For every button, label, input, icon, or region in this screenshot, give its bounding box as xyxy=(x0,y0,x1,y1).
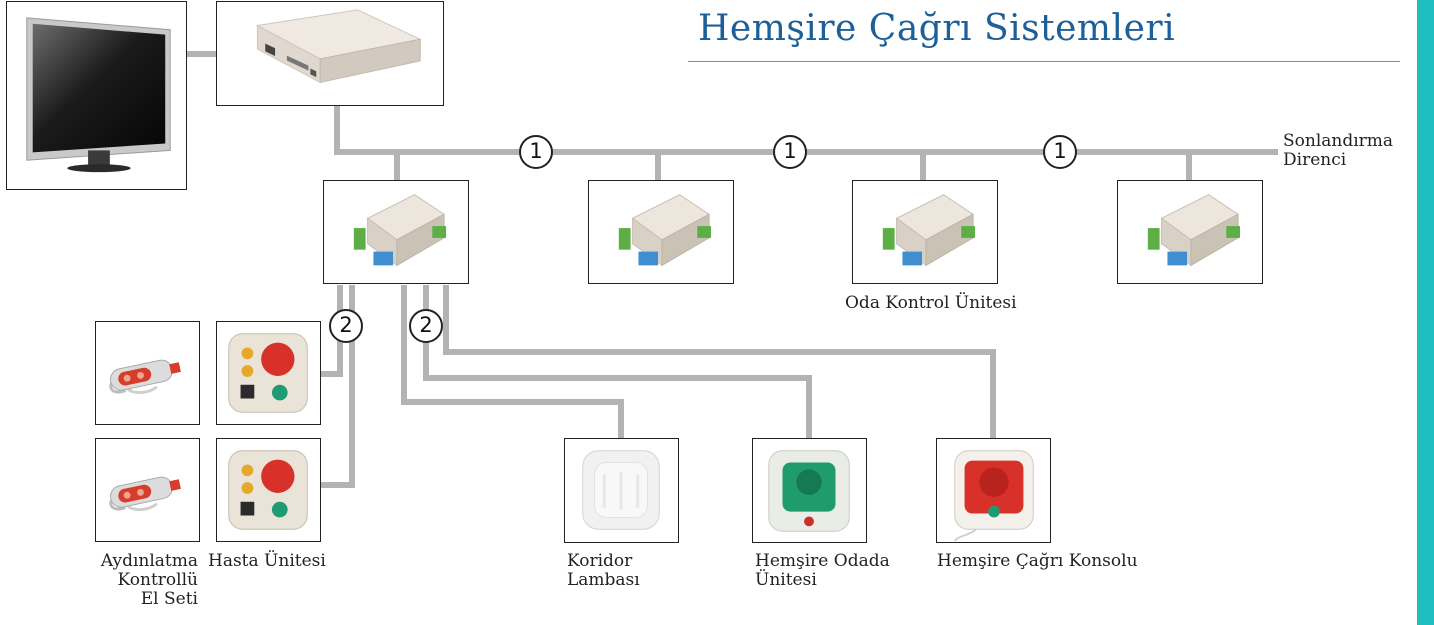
main-bus-line xyxy=(334,106,1278,155)
room-unit-box-2 xyxy=(588,180,734,284)
room-line-badge-2: 2 xyxy=(409,309,443,343)
monitor-box xyxy=(6,1,187,190)
handset-box-1 xyxy=(95,321,200,425)
lighting-handset-icon xyxy=(109,359,181,394)
handset-label-line3: El Seti xyxy=(140,589,198,609)
bus-segment-badge-3: 1 xyxy=(1043,135,1077,169)
nurse-call-console-icon xyxy=(953,450,1034,542)
termination-label-line1: Sonlandırma xyxy=(1283,131,1394,151)
room-line-badge-1: 2 xyxy=(329,309,363,343)
accent-side-bar xyxy=(1417,0,1434,625)
room-control-unit-icon xyxy=(618,194,712,267)
room-unit-box-3 xyxy=(852,180,998,284)
corridor-lamp-icon xyxy=(582,450,660,530)
nurse-console-box xyxy=(936,438,1051,543)
patient-unit-box-2 xyxy=(216,438,321,542)
bus-segment-badge-2: 1 xyxy=(773,135,807,169)
room-control-unit-icon xyxy=(353,194,447,267)
room-unit-box-1 xyxy=(323,180,469,284)
nurse-presence-label-line2: Ünitesi xyxy=(755,570,817,590)
patient-unit-box-1 xyxy=(216,321,321,425)
nurse-presence-label: Hemşire Odada Ünitesi xyxy=(755,552,890,590)
corridor-lamp-box xyxy=(564,438,679,543)
corridor-label-line2: Lambası xyxy=(567,570,640,590)
central-server-box xyxy=(216,1,444,106)
patient-unit-icon xyxy=(228,450,308,530)
patient-unit-line-2 xyxy=(320,285,355,488)
monitor-icon xyxy=(26,17,171,173)
termination-label-line2: Direnci xyxy=(1283,150,1347,170)
termination-resistor-label: Sonlandırma Direnci xyxy=(1283,132,1393,170)
bus-segment-badge-1: 1 xyxy=(519,135,553,169)
central-server-icon xyxy=(255,9,422,84)
page-title: Hemşire Çağrı Sistemleri xyxy=(698,8,1176,49)
room-unit-box-4 xyxy=(1117,180,1263,284)
corridor-lamp-line xyxy=(401,285,624,438)
handset-label-line2: Kontrollü xyxy=(117,570,198,590)
nurse-presence-box xyxy=(752,438,867,543)
nurse-presence-line xyxy=(423,285,812,438)
handset-label: Aydınlatma Kontrollü El Seti xyxy=(90,552,198,609)
handset-label-line1: Aydınlatma xyxy=(100,551,198,571)
patient-unit-label: Hasta Ünitesi xyxy=(208,551,326,571)
nurse-presence-unit-icon xyxy=(768,450,850,532)
nurse-console-line xyxy=(443,285,996,438)
patient-unit-icon xyxy=(228,333,308,413)
corridor-label-line1: Koridor xyxy=(567,551,633,571)
handset-box-2 xyxy=(95,438,200,542)
room-control-unit-label: Oda Kontrol Ünitesi xyxy=(845,293,1017,313)
corridor-lamp-label: Koridor Lambası xyxy=(567,552,640,590)
nurse-presence-label-line1: Hemşire Odada xyxy=(755,551,890,571)
title-underline xyxy=(688,61,1400,62)
room-control-unit-icon xyxy=(1147,194,1241,267)
room-control-unit-icon xyxy=(882,194,976,267)
nurse-console-label: Hemşire Çağrı Konsolu xyxy=(937,551,1138,571)
lighting-handset-icon xyxy=(109,476,181,511)
